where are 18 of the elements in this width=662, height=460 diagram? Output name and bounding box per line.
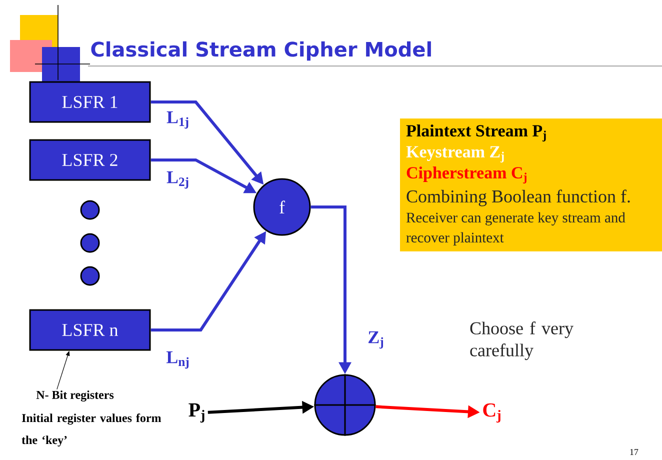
dot (80, 266, 100, 286)
edge-label: L$_{1j}$ (166, 111, 188, 129)
ciphertext-label: C$_{j}$ (483, 403, 500, 423)
lsfr-box: LSFR n (29, 309, 151, 351)
info-box: Plaintext Stream P$_{j}$ Keystream Z$_{j}$ Cipherstream C$_{j}$ Combining Boolean function f. Receiver can generate key stream and recover plaintext (400, 118, 662, 252)
annotation-text: Initial register values form the ‘key’ (22, 414, 162, 447)
note-text: Choose f very carefully (470, 322, 574, 360)
xor-symbol (314, 374, 376, 436)
dot (80, 233, 100, 253)
page-number: 17 (630, 449, 638, 455)
edge-label: L$_{2j}$ (166, 171, 188, 189)
edge-label: L$_{nj}$ (166, 351, 189, 369)
annotation-text: N- Bit registers (36, 390, 114, 402)
plaintext-label: P$_{j}$ (188, 403, 204, 423)
lsfr-box: LSFR 2 (29, 139, 151, 181)
dot (80, 200, 100, 220)
edge-label: Z$_{j}$ (368, 331, 384, 349)
title: Classical Stream Cipher Model (91, 41, 431, 61)
